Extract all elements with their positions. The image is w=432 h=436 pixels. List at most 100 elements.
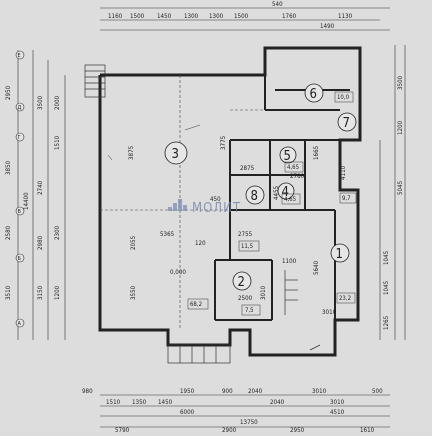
top-dim-extra2: 1490 bbox=[320, 23, 335, 30]
room-3-area: 68,2 bbox=[190, 301, 202, 308]
stairs-top-left bbox=[84, 64, 106, 98]
inner-dim-4110: 4110 bbox=[340, 165, 347, 180]
top-dimension-lines bbox=[100, 7, 390, 31]
bottom-row4-4: 1610 bbox=[360, 427, 375, 432]
bottom-row3-2: 4510 bbox=[330, 409, 345, 416]
left-dim-5: 14400 bbox=[23, 192, 30, 210]
inner-dim-2780: 2780 bbox=[290, 173, 305, 180]
inner-dim-2755: 2755 bbox=[238, 231, 253, 238]
inner-dim-5365: 5365 bbox=[160, 231, 175, 238]
room-circles bbox=[164, 83, 357, 291]
bottom-dimension-lines bbox=[100, 394, 390, 428]
axis-bubbles bbox=[15, 50, 25, 328]
left-dim-13: 2000 bbox=[54, 95, 61, 110]
left-dim-12: 1510 bbox=[54, 135, 61, 150]
stairs-inner bbox=[284, 270, 321, 351]
inner-dim-120: 120 bbox=[195, 240, 206, 247]
left-dims: 3510 2580 3850 2950 14400 3150 2980 2740… bbox=[5, 85, 61, 300]
bottom-row4-3: 2950 bbox=[290, 427, 305, 432]
watermark-text: МОЛИТ bbox=[192, 201, 241, 216]
interior-walls bbox=[214, 75, 350, 321]
inner-dim-4455: 4455 bbox=[273, 185, 280, 200]
room-5-area: 4,65 bbox=[287, 164, 299, 171]
inner-dim-2500: 2500 bbox=[238, 295, 253, 302]
left-dim-7: 2980 bbox=[37, 235, 44, 250]
left-dim-9: 3500 bbox=[37, 95, 44, 110]
room-8-area: 11,5 bbox=[241, 243, 253, 250]
bottom-row4-1: 5790 bbox=[115, 427, 130, 432]
left-dim-6: 3150 bbox=[37, 285, 44, 300]
bottom-dim-2: 1950 bbox=[180, 388, 195, 395]
inner-dim-3550: 3550 bbox=[130, 285, 137, 300]
bottom-dim-6: 500 bbox=[372, 388, 383, 395]
watermark-logo: МОЛИТ bbox=[168, 199, 241, 216]
room-8-number: 8 bbox=[251, 189, 258, 204]
bottom-row2-4: 2040 bbox=[270, 399, 285, 406]
top-dim-3: 1450 bbox=[157, 13, 172, 20]
inner-dim-3875: 3875 bbox=[128, 145, 135, 160]
top-dim-1: 1160 bbox=[108, 13, 123, 20]
right-dim-1: 3500 bbox=[397, 75, 404, 90]
bottom-dim-4: 2040 bbox=[248, 388, 263, 395]
room-1-area: 23,2 bbox=[339, 295, 351, 302]
top-dim-7: 1760 bbox=[282, 13, 297, 20]
axis-label-b: Б bbox=[18, 256, 22, 262]
area-boxes bbox=[187, 91, 357, 316]
inner-dim-5640: 5640 bbox=[313, 260, 320, 275]
left-dim-1: 3510 bbox=[5, 285, 12, 300]
axis-label-e: Е bbox=[18, 53, 21, 59]
room-1-number: 1 bbox=[336, 247, 343, 262]
inner-dim-2875: 2875 bbox=[240, 165, 255, 172]
bottom-dim-3: 900 bbox=[222, 388, 233, 395]
bottom-row3-1: 6000 bbox=[180, 409, 195, 416]
room-6-area: 10,0 bbox=[337, 94, 350, 101]
room-7-number: 7 bbox=[343, 116, 350, 131]
stairs-bottom bbox=[167, 344, 231, 364]
inner-dim-3010-a: 3010 bbox=[260, 285, 267, 300]
left-dim-11: 2300 bbox=[54, 225, 61, 240]
room-5-number: 5 bbox=[284, 149, 291, 164]
bottom-row2-2: 1350 bbox=[132, 399, 147, 406]
inner-dim-1665: 1665 bbox=[313, 145, 320, 160]
room-6-number: 6 bbox=[310, 87, 317, 102]
top-dim-4: 1300 bbox=[184, 13, 199, 20]
inner-dim-450: 450 bbox=[210, 196, 221, 203]
right-dim-2: 1200 bbox=[397, 120, 404, 135]
room-7-area: 9,7 bbox=[342, 195, 351, 202]
room-2-area: 7,5 bbox=[245, 307, 254, 314]
room-4-area: 4,65 bbox=[284, 196, 296, 203]
inner-dim-1100: 1100 bbox=[282, 258, 297, 265]
left-dimension-lines bbox=[17, 50, 66, 340]
bottom-row2-3: 1450 bbox=[158, 399, 173, 406]
axis-label-g: Г bbox=[18, 135, 21, 141]
bottom-row4-2: 2900 bbox=[222, 427, 237, 432]
inner-dim-3775: 3775 bbox=[220, 135, 227, 150]
left-dim-10: 1200 bbox=[54, 285, 61, 300]
bottom-dim-5: 3010 bbox=[312, 388, 327, 395]
room-3-number: 3 bbox=[172, 147, 179, 162]
right-dimension-lines bbox=[379, 45, 406, 340]
room-2-number: 2 bbox=[238, 275, 245, 290]
top-dim-6: 1500 bbox=[234, 13, 249, 20]
bottom-row2-1: 1510 bbox=[106, 399, 121, 406]
bottom-dim-1: 980 bbox=[82, 388, 93, 395]
room3-marks bbox=[107, 124, 201, 161]
left-dim-2: 2580 bbox=[5, 225, 12, 240]
right-dim-5: 1045 bbox=[383, 280, 390, 295]
top-dim-8: 1130 bbox=[338, 13, 353, 20]
left-dim-4: 2950 bbox=[5, 85, 12, 100]
inner-dim-3010-b: 3010 bbox=[322, 309, 337, 316]
axis-label-v: В bbox=[18, 209, 22, 215]
left-dim-3: 3850 bbox=[5, 160, 12, 175]
level-mark: 0,000 bbox=[170, 269, 186, 276]
top-dim-2: 1500 bbox=[130, 13, 145, 20]
bottom-total: 13750 bbox=[240, 419, 258, 426]
inner-dim-2055: 2055 bbox=[130, 235, 137, 250]
room-4-number: 4 bbox=[282, 185, 289, 200]
axis-label-d: Д bbox=[18, 105, 22, 111]
right-dim-3: 5045 bbox=[397, 180, 404, 195]
top-dim-extra1: 540 bbox=[272, 1, 283, 8]
left-dim-8: 2740 bbox=[37, 180, 44, 195]
